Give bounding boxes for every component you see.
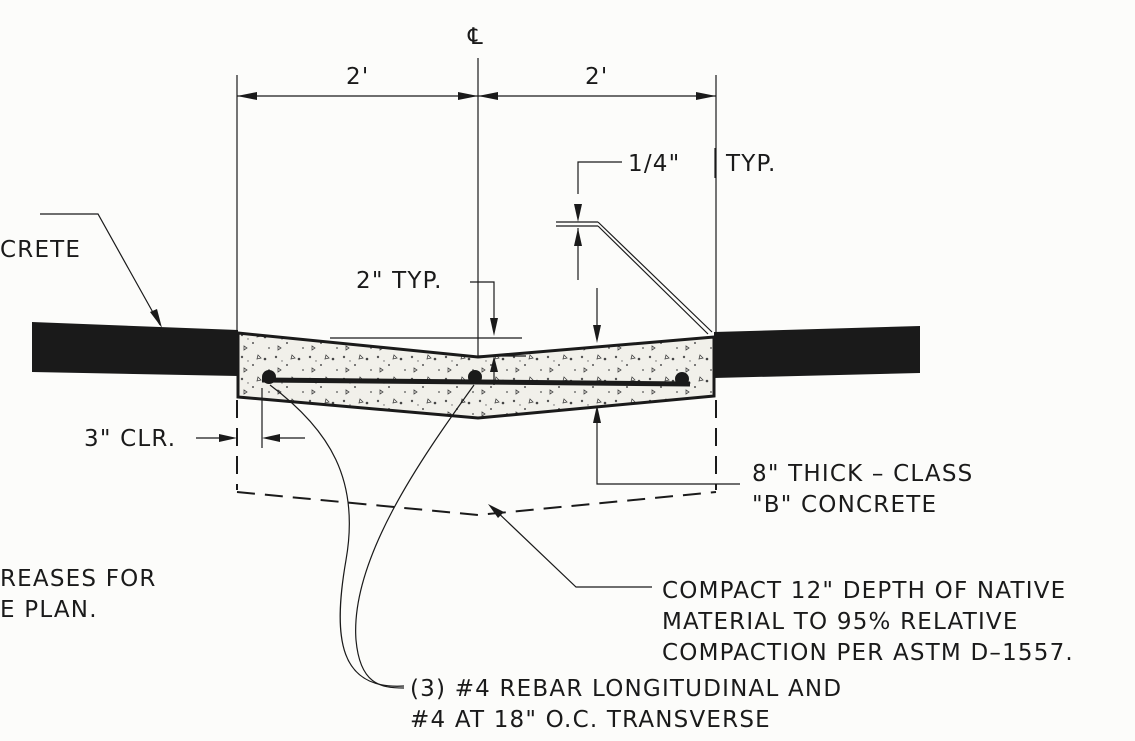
quarter-typ-arrow-bottom [574,228,582,246]
thickness-arrow-bottom [593,405,601,423]
thickness-arrow-top [593,325,601,343]
centerline-symbol: ℄ [467,24,484,50]
centerline: ℄ [467,24,484,395]
compaction-leader [491,506,652,588]
asphalt-left [32,322,238,376]
rebar-leader-left [269,384,405,687]
three-clr-arrow-left [219,434,237,442]
compaction-label-line3: COMPACTION PER ASTM D–1557. [662,640,1074,666]
quarter-typ-leader-top [577,161,622,194]
left-note-line2: E PLAN. [0,597,98,623]
rebar-leader-center [355,384,475,689]
compaction-callout: COMPACT 12" DEPTH OF NATIVE MATERIAL TO … [488,504,1074,666]
quarter-typ-callout: 1/4" TYP. [556,148,777,335]
arrow-right-end [696,92,716,100]
left-concrete-callout: CRETE [0,213,162,328]
rebar-bar-right [675,372,689,386]
two-typ-callout: 2" TYP. [330,268,526,385]
arrow-left-end [237,92,257,100]
rebar-label-line2: #4 AT 18" O.C. TRANSVERSE [410,707,771,733]
compaction-label-line1: COMPACT 12" DEPTH OF NATIVE [662,578,1066,604]
rebar-bar-left [262,370,276,384]
left-concrete-arrow [150,309,162,328]
two-typ-arrow-up [490,356,498,372]
quarter-typ-arrow-top [574,204,582,222]
quarter-typ-value: 1/4" [628,151,680,177]
quarter-typ-slope-line-1 [597,221,713,333]
quarter-typ-slope-line-2 [597,225,709,335]
arrow-center-right [478,92,498,100]
arrow-center-left [458,92,478,100]
compacted-subgrade-outline [236,400,717,517]
thickness-callout: 8" THICK – CLASS "B" CONCRETE [593,288,973,518]
asphalt-right [714,326,920,378]
thickness-label-line2: "B" CONCRETE [752,492,937,518]
three-clr-arrow-right [262,434,280,442]
top-dimension: 2' 2' [236,64,717,335]
subgrade-dash-bottom [236,491,717,517]
compaction-label-line2: MATERIAL TO 95% RELATIVE [662,609,1019,635]
left-note: REASES FOR E PLAN. [0,566,157,623]
thickness-leader-bottom [596,412,740,485]
rebar-callout: (3) #4 REBAR LONGITUDINAL AND #4 AT 18" … [269,384,842,733]
rebar-bar-center [468,370,482,384]
two-typ-arrow-down [490,318,498,336]
two-typ-leader [470,281,495,330]
dimension-label-right: 2' [585,64,608,90]
two-typ-label: 2" TYP. [356,268,443,294]
left-concrete-leader [40,213,161,326]
three-clr-label: 3" CLR. [84,426,176,452]
rebar-label-line1: (3) #4 REBAR LONGITUDINAL AND [410,676,842,702]
rebar [261,370,691,387]
quarter-typ-suffix: TYP. [725,151,777,177]
left-concrete-label: CRETE [0,237,81,263]
three-clr-callout: 3" CLR. [84,388,305,452]
left-note-line1: REASES FOR [0,566,157,592]
dimension-label-left: 2' [346,64,369,90]
thickness-label-line1: 8" THICK – CLASS [752,461,973,487]
compaction-arrow [488,504,504,518]
